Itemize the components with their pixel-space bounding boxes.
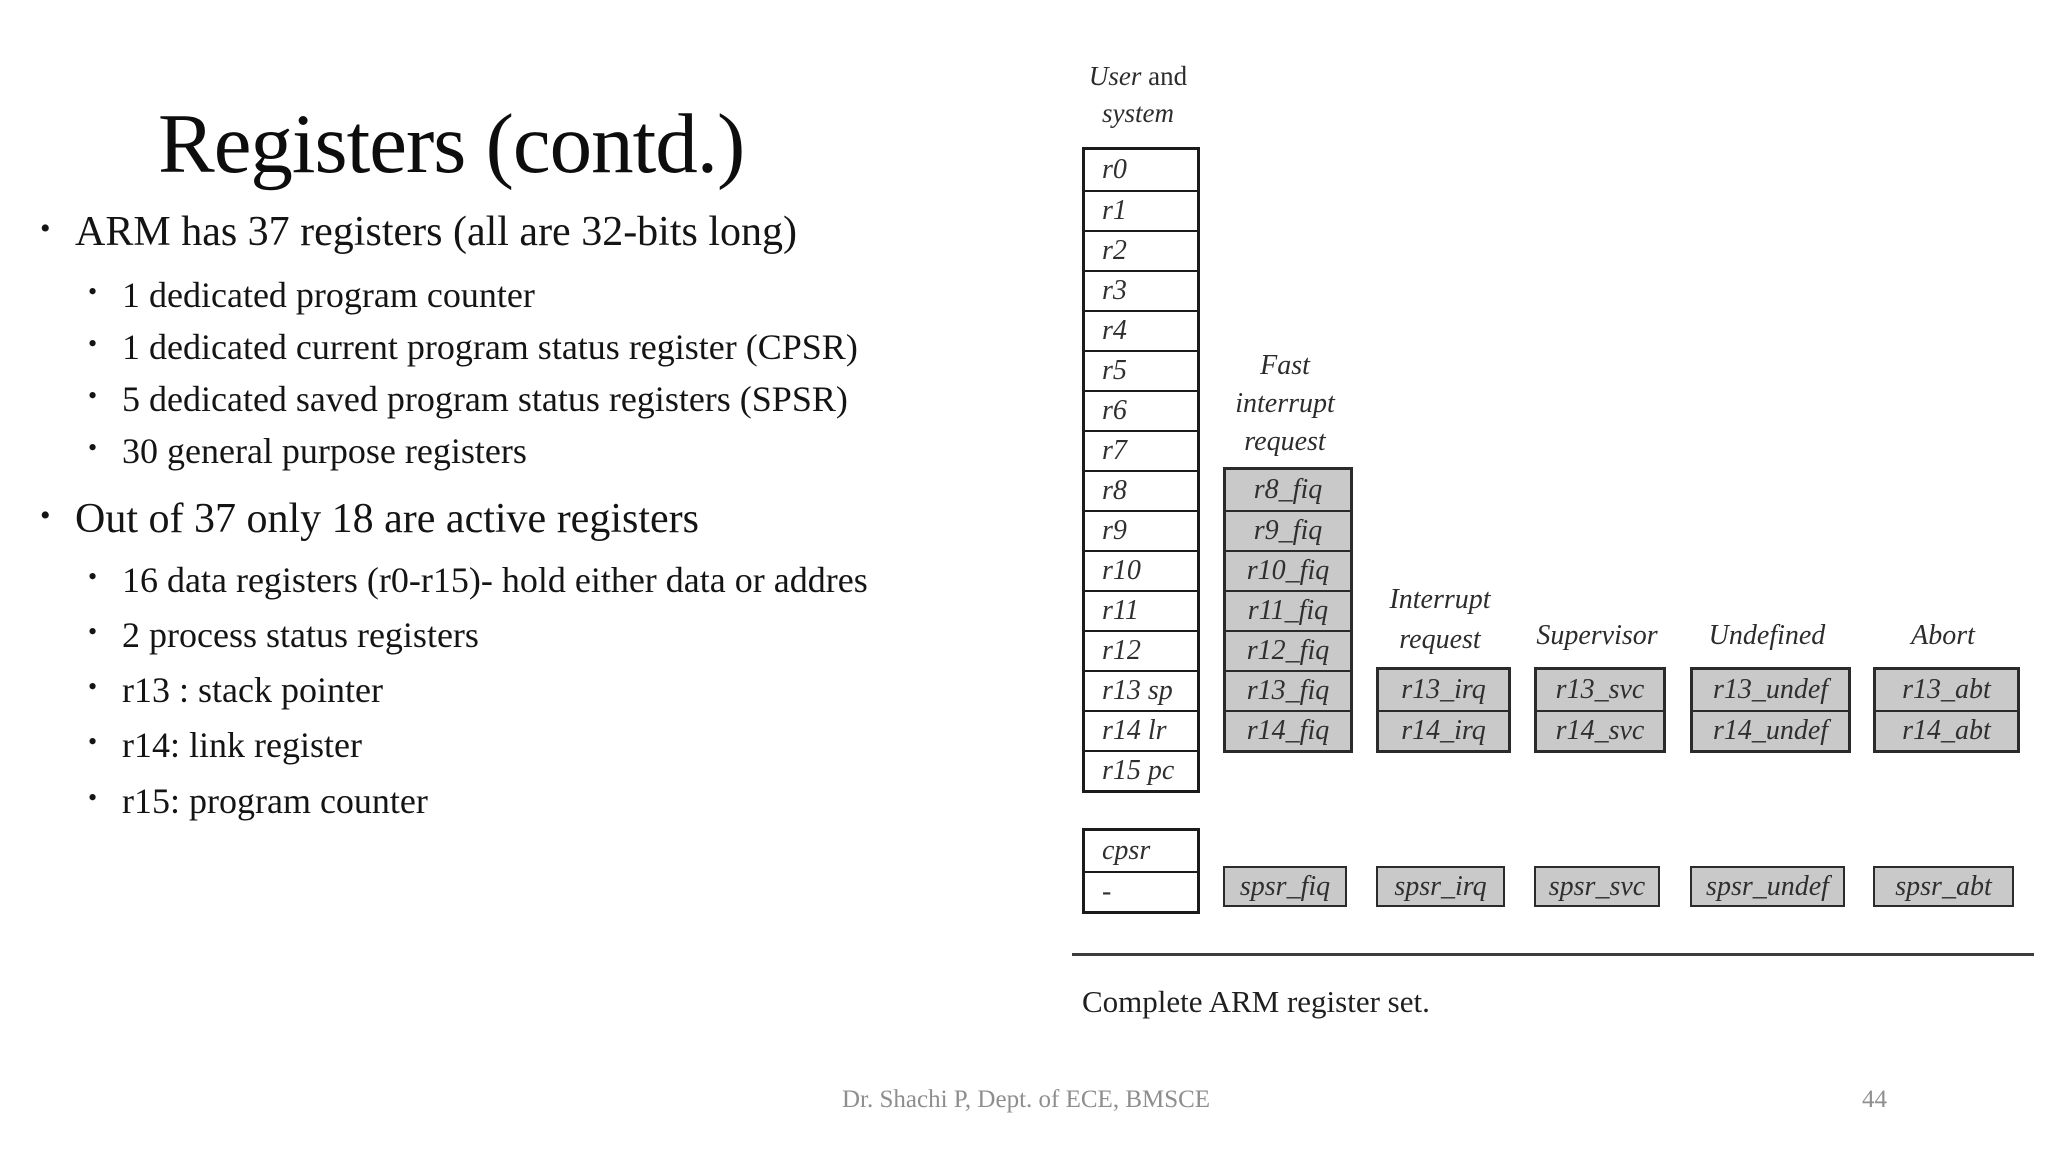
abt-register-column: r13_abt r14_abt: [1873, 667, 2020, 753]
list-item-text: Out of 37 only 18 are active registers: [75, 496, 699, 542]
list-item: • 5 dedicated saved program status regist…: [0, 377, 848, 422]
register-cell: cpsr: [1102, 835, 1151, 866]
list-item-text: 5 dedicated saved program status registe…: [122, 379, 848, 419]
spsr-irq-cell: spsr_irq: [1376, 866, 1505, 907]
spsr-svc-cell: spsr_svc: [1534, 866, 1660, 907]
register-cell: r8: [1085, 470, 1197, 510]
list-item-text: r15: program counter: [122, 781, 428, 821]
register-cell: r12_fiq: [1226, 630, 1350, 670]
list-item-text: 30 general purpose registers: [122, 431, 527, 471]
cpsr-column: cpsr -: [1082, 828, 1200, 914]
irq-register-column: r13_irq r14_irq: [1376, 667, 1511, 753]
spsr-abt-cell: spsr_abt: [1873, 866, 2014, 907]
bullet-icon: •: [88, 727, 98, 756]
register-cell: r10_fiq: [1226, 550, 1350, 590]
register-cell: r14 lr: [1085, 710, 1197, 750]
register-cell: r14_undef: [1693, 710, 1848, 750]
register-cell: r10: [1085, 550, 1197, 590]
list-item: • 30 general purpose registers: [0, 429, 527, 474]
register-cell: r15 pc: [1085, 750, 1197, 790]
diagram-caption: Complete ARM register set.: [1082, 984, 1430, 1019]
register-cell: r1: [1085, 190, 1197, 230]
register-cell: r13_undef: [1693, 670, 1848, 710]
bullet-icon: •: [88, 433, 98, 462]
list-item-text: ARM has 37 registers (all are 32-bits lo…: [75, 209, 798, 255]
list-item-text: 16 data registers (r0-r15)- hold either …: [122, 560, 868, 600]
register-cell: r11: [1085, 590, 1197, 630]
register-cell: r4: [1085, 310, 1197, 350]
register-cell: r14_irq: [1379, 710, 1508, 750]
bullet-icon: •: [88, 562, 98, 591]
caption-divider: [1072, 953, 2034, 956]
list-item-text: r14: link register: [122, 725, 362, 765]
bullet-icon: •: [88, 617, 98, 646]
fiq-header: Fast interrupt request: [1235, 350, 1335, 457]
list-item: • 16 data registers (r0-r15)- hold either…: [0, 558, 868, 603]
register-cell: r14_svc: [1537, 710, 1663, 750]
register-cell: r13_irq: [1379, 670, 1508, 710]
register-cell: r13_abt: [1876, 670, 2017, 710]
user-register-column: r0 r1 r2 r3 r4 r5 r6 r7 r8 r9 r10 r11 r1…: [1082, 147, 1200, 793]
register-cell: r9_fiq: [1226, 510, 1350, 550]
undef-header: Undefined: [1708, 620, 1826, 651]
register-cell: r14_abt: [1876, 710, 2017, 750]
register-cell: r13_svc: [1537, 670, 1663, 710]
list-item: • 2 process status registers: [0, 613, 479, 658]
spsr-undef-cell: spsr_undef: [1690, 866, 1845, 907]
register-cell: r9: [1085, 510, 1197, 550]
fiq-register-column: r8_fiq r9_fiq r10_fiq r11_fiq r12_fiq r1…: [1223, 467, 1353, 753]
register-cell: r14_fiq: [1226, 710, 1350, 750]
register-cell: r7: [1085, 430, 1197, 470]
bullet-icon: •: [88, 783, 98, 812]
arm-register-diagram: User and system r0 r1 r2 r3 r4 r5 r6 r7 …: [1066, 18, 2048, 1030]
user-system-header-line2: system: [1102, 98, 1174, 128]
page-number: 44: [1862, 1086, 1887, 1113]
list-item: • 1 dedicated program counter: [0, 273, 535, 318]
bullet-icon: •: [88, 277, 98, 306]
register-cell: r12: [1085, 630, 1197, 670]
register-cell: r8_fiq: [1226, 470, 1350, 510]
list-item: • ARM has 37 registers (all are 32-bits l…: [0, 206, 797, 259]
list-item: • r14: link register: [0, 723, 362, 768]
register-cell: r0: [1102, 154, 1127, 185]
register-cell: r3: [1085, 270, 1197, 310]
bullet-icon: •: [88, 329, 98, 358]
bullet-icon: •: [40, 212, 51, 245]
irq-header: Interrupt request: [1389, 584, 1491, 655]
footer-credit: Dr. Shachi P, Dept. of ECE, BMSCE: [842, 1086, 1211, 1113]
list-item: • 1 dedicated current program status regi…: [0, 325, 858, 370]
list-item-text: r13 : stack pointer: [122, 670, 383, 710]
list-item-text: 1 dedicated program counter: [122, 275, 535, 315]
page-title: Registers (contd.): [158, 96, 745, 191]
undef-register-column: r13_undef r14_undef: [1690, 667, 1851, 753]
user-system-header: User and system: [1052, 58, 1224, 132]
register-cell: r13 sp: [1085, 670, 1197, 710]
register-cell: r6: [1085, 390, 1197, 430]
list-item: • Out of 37 only 18 are active registers: [0, 493, 699, 546]
svc-header: Supervisor: [1536, 620, 1658, 651]
list-item-text: 1 dedicated current program status regis…: [122, 327, 858, 367]
bullet-icon: •: [40, 499, 51, 532]
bullet-icon: •: [88, 381, 98, 410]
user-system-header-line1: User and: [1088, 61, 1188, 91]
register-cell: r2: [1085, 230, 1197, 270]
register-cell: r5: [1085, 350, 1197, 390]
list-item-text: 2 process status registers: [122, 615, 479, 655]
svc-register-column: r13_svc r14_svc: [1534, 667, 1666, 753]
abt-header: Abort: [1911, 620, 1975, 651]
spsr-fiq-cell: spsr_fiq: [1223, 866, 1347, 907]
list-item: • r15: program counter: [0, 779, 428, 824]
bullet-icon: •: [88, 672, 98, 701]
list-item: • r13 : stack pointer: [0, 668, 383, 713]
register-cell: -: [1085, 871, 1197, 911]
register-cell: r13_fiq: [1226, 670, 1350, 710]
register-cell: r11_fiq: [1226, 590, 1350, 630]
